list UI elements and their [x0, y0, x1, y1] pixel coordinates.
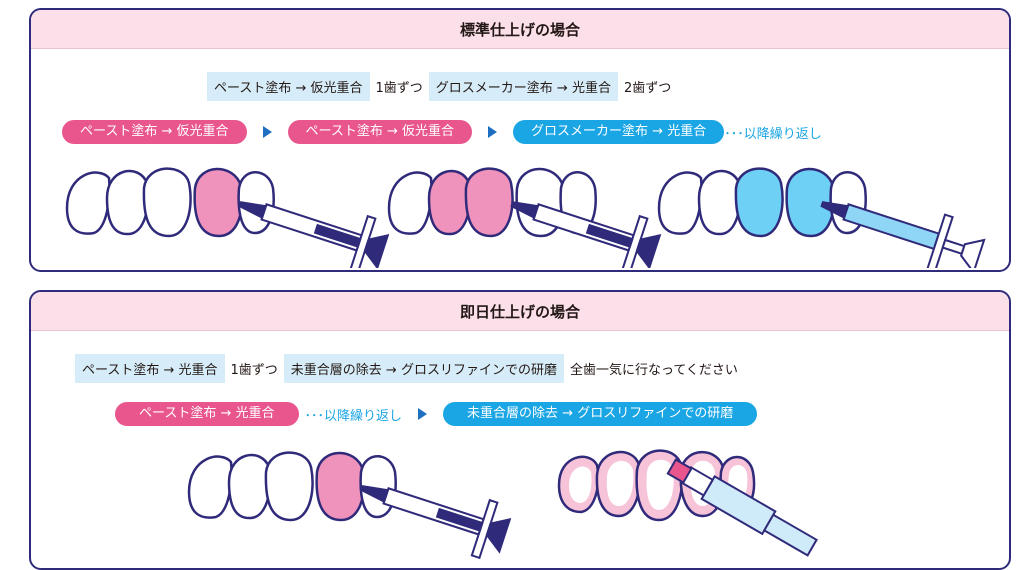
flow-arrow-icon: [262, 126, 272, 138]
sameday-desc-step1: ペースト塗布 → 光重合: [75, 354, 225, 383]
standard-flow-pill-3: グロスメーカー塗布 → 光重合: [513, 120, 725, 144]
polishing-illustration: [557, 449, 818, 557]
standard-desc-suffix1: 1歯ずつ: [375, 81, 423, 96]
standard-desc-row: ペースト塗布 → 仮光重合 1歯ずつ グロスメーカー塗布 → 光重合 2歯ずつ: [207, 72, 677, 101]
teeth-syringe-illustration-1: [65, 167, 389, 268]
sameday-finish-title: 即日仕上げの場合: [31, 292, 1009, 331]
standard-desc-suffix2: 2歯ずつ: [623, 81, 672, 96]
teeth-syringe-illustration-2: [387, 167, 662, 268]
flow-arrow-icon: [488, 126, 498, 138]
sameday-flow-pill-2: 未重合層の除去 → グロスリファインでの研磨: [443, 402, 758, 426]
sameday-flow-row: ペースト塗布 → 光重合 ･･･以降繰り返し 未重合層の除去 → グロスリファイ…: [115, 402, 758, 426]
standard-finish-panel: 標準仕上げの場合 ペースト塗布 → 仮光重合 1歯ずつ グロスメーカー塗布 → …: [29, 8, 1011, 272]
teeth-syringe-illustration-3: [657, 167, 986, 268]
sameday-flow-pill-1: ペースト塗布 → 光重合: [115, 402, 299, 426]
sameday-desc-suffix2: 全歯一気に行なってください: [569, 363, 738, 378]
standard-finish-title: 標準仕上げの場合: [31, 10, 1009, 49]
flow-arrow-icon: [418, 408, 428, 420]
standard-desc-step2: グロスメーカー塗布 → 光重合: [428, 72, 618, 101]
standard-flow-row: ペースト塗布 → 仮光重合 ペースト塗布 → 仮光重合 グロスメーカー塗布 → …: [62, 120, 822, 144]
standard-flow-pill-1: ペースト塗布 → 仮光重合: [62, 120, 247, 144]
standard-desc-step1: ペースト塗布 → 仮光重合: [207, 72, 370, 101]
standard-flow-pill-2: ペースト塗布 → 仮光重合: [287, 120, 473, 144]
teeth-syringe-illustration-4: [187, 451, 511, 560]
sameday-desc-row: ペースト塗布 → 光重合 1歯ずつ 未重合層の除去 → グロスリファインでの研磨…: [75, 354, 744, 383]
standard-flow-repeat: ･･･以降繰り返し: [724, 126, 822, 142]
sameday-desc-suffix1: 1歯ずつ: [230, 363, 278, 378]
sameday-desc-step2: 未重合層の除去 → グロスリファインでの研磨: [283, 354, 564, 383]
sameday-finish-panel: 即日仕上げの場合 ペースト塗布 → 光重合 1歯ずつ 未重合層の除去 → グロス…: [29, 290, 1011, 570]
sameday-flow-repeat: ･･･以降繰り返し: [304, 408, 403, 424]
